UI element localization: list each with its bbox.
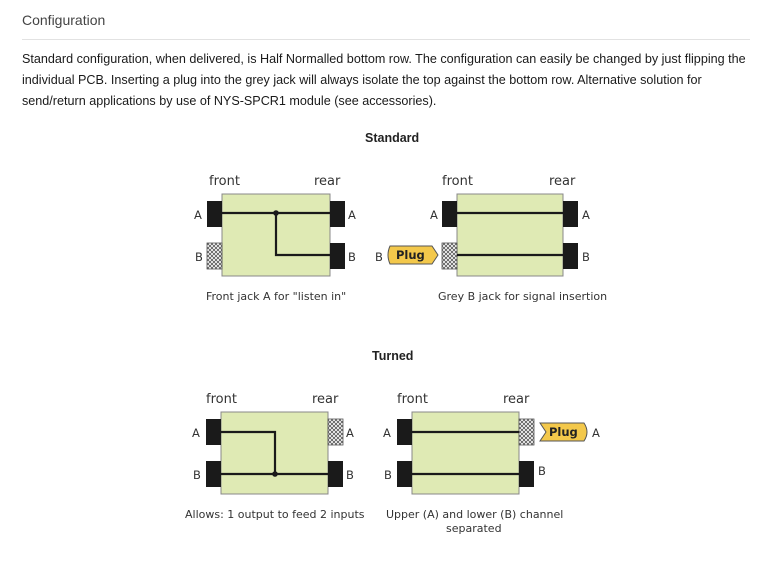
- pin-a-left: A: [192, 426, 200, 440]
- front-label: front: [209, 174, 240, 189]
- rear-jack-a-grey: [327, 418, 344, 446]
- pin-a-right: A: [348, 208, 356, 222]
- pin-b-right: B: [348, 250, 356, 264]
- front-jack-a: [442, 201, 457, 227]
- front-label: front: [397, 392, 428, 407]
- front-label: front: [206, 392, 237, 407]
- diagram-caption: Front jack A for "listen in": [206, 290, 346, 303]
- front-jack-a: [397, 419, 412, 445]
- plug-label: Plug: [549, 425, 578, 439]
- section-title: Configuration: [22, 12, 106, 28]
- diagram-caption: Allows: 1 output to feed 2 inputs: [185, 508, 365, 521]
- rear-jack-b: [330, 243, 345, 269]
- standard-heading: Standard: [365, 131, 420, 145]
- pin-b-right: B: [346, 468, 354, 482]
- rear-jack-a-grey: [518, 418, 535, 446]
- front-jack-a: [207, 201, 222, 227]
- turned-right-diagram: front rear Plug A A B B Upper (A) and lo…: [383, 392, 600, 535]
- front-jack-b: [206, 461, 221, 487]
- plug-label: Plug: [396, 248, 425, 262]
- normalled-line: [274, 213, 330, 257]
- pin-a-left: A: [194, 208, 202, 222]
- plug-icon: [387, 245, 439, 265]
- standard-right-diagram: front rear Plug B A A B Grey B jack for …: [375, 174, 607, 303]
- pcb-board: [456, 193, 564, 277]
- front-label: front: [442, 174, 473, 189]
- pin-b-left: B: [195, 250, 203, 264]
- diagram-caption: Grey B jack for signal insertion: [438, 290, 607, 303]
- front-jack-b: [397, 461, 412, 487]
- front-jack-b-grey: [441, 242, 458, 270]
- turned-left-diagram: front rear A B A B Allows: 1 output to f…: [185, 392, 365, 521]
- rear-label: rear: [503, 392, 530, 407]
- diagram-caption-line2: separated: [446, 522, 502, 535]
- rear-jack-b: [519, 461, 534, 487]
- pin-b-right: B: [582, 250, 590, 264]
- pin-b-left: B: [375, 250, 383, 264]
- diagram-caption-line1: Upper (A) and lower (B) channel: [386, 508, 563, 521]
- pin-a-left: A: [383, 426, 391, 440]
- pin-a-plug: A: [592, 426, 600, 440]
- pin-b-left: B: [384, 468, 392, 482]
- rear-label: rear: [312, 392, 339, 407]
- description-text: Standard configuration, when delivered, …: [22, 52, 746, 108]
- rear-label: rear: [549, 174, 576, 189]
- standard-left-diagram: front rear A B A B Front jack A for "lis…: [194, 174, 356, 303]
- junction-dot: [272, 471, 278, 477]
- divider: [22, 39, 750, 40]
- front-jack-b-grey: [206, 242, 223, 270]
- pin-b-left: B: [193, 468, 201, 482]
- turned-heading: Turned: [372, 349, 414, 363]
- pin-a-right: A: [346, 426, 354, 440]
- rear-label: rear: [314, 174, 341, 189]
- rear-jack-b: [328, 461, 343, 487]
- pin-a-left: A: [430, 208, 438, 222]
- rear-jack-a: [563, 201, 578, 227]
- front-jack-a: [206, 419, 221, 445]
- plug-icon: [539, 422, 588, 442]
- rear-jack-b: [563, 243, 578, 269]
- pin-a-right: A: [582, 208, 590, 222]
- rear-jack-a: [330, 201, 345, 227]
- normalled-line: [221, 430, 277, 474]
- junction-dot: [273, 210, 279, 216]
- pcb-board: [411, 411, 520, 495]
- pin-b-right: B: [538, 464, 546, 478]
